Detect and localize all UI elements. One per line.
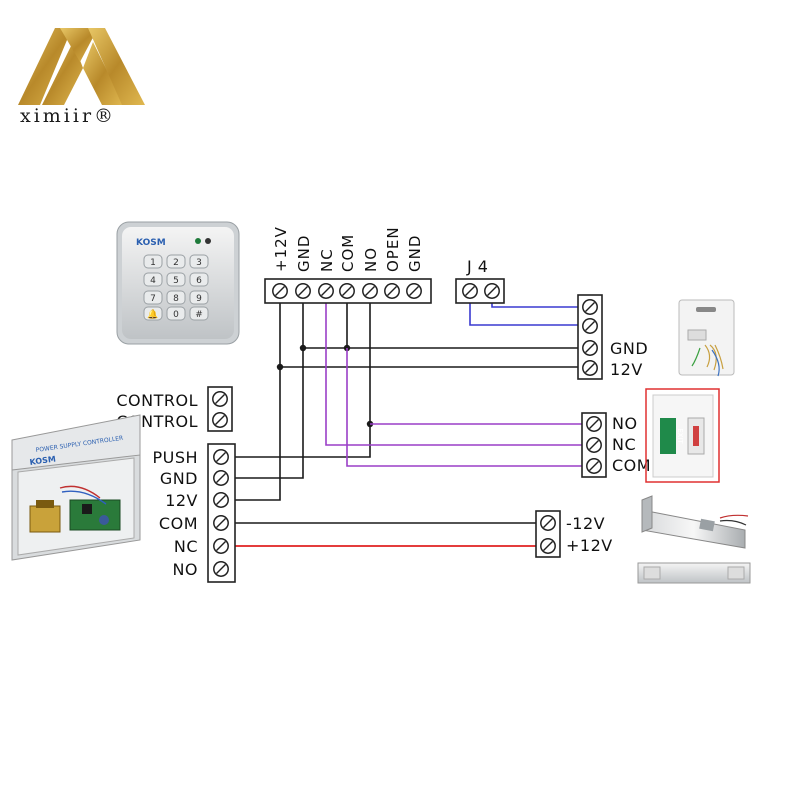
svg-text:5: 5 (173, 276, 179, 286)
keypad-key: 7 (143, 290, 163, 305)
psu-terminal-label: GND (160, 469, 198, 488)
exit-button-device: EXIT (645, 388, 720, 483)
keypad-key: 4 (143, 272, 163, 287)
keypad-terminal-screw (384, 283, 400, 299)
doorbell-terminal-block: GND 12V (577, 294, 648, 380)
keypad-terminal-screw (272, 283, 288, 299)
brand-name: ximiir® (20, 105, 117, 127)
svg-text:7: 7 (150, 294, 156, 304)
svg-text:6: 6 (196, 276, 202, 286)
svg-text:4: 4 (150, 276, 156, 286)
j4-terminal-block: J 4 (455, 257, 505, 304)
doorbell-terminal-screw (582, 360, 598, 376)
keypad-key: 6 (189, 272, 209, 287)
j4-label: J 4 (466, 257, 488, 276)
j4-terminal-screw (462, 283, 478, 299)
keypad-keys: 1 2 3 4 5 6 7 8 9 🔔 0 # (143, 254, 209, 321)
control-terminal-screw (212, 391, 228, 407)
psu-terminal-block: PUSH GND 12V COM NC NO (152, 443, 236, 583)
keypad-terminal-screw (295, 283, 311, 299)
keypad-key: 8 (166, 290, 186, 305)
control-label-1: CONTROL (116, 391, 198, 410)
exit-terminal-screw (586, 437, 602, 453)
psu-terminal-label: COM (159, 514, 198, 533)
psu-terminal-label: 12V (165, 491, 198, 510)
j4-terminal-screw (484, 283, 500, 299)
lock-terminal-block: -12V +12V (535, 510, 613, 558)
svg-text:2: 2 (173, 258, 179, 268)
exit-com-label: COM (612, 456, 651, 475)
psu-terminal-screw (213, 449, 229, 465)
keypad-key: 🔔 (143, 306, 163, 321)
svg-text:8: 8 (173, 294, 179, 304)
keypad-terminal-label: +12V (272, 226, 290, 272)
keypad-terminal-screw (362, 283, 378, 299)
lock-terminal-screw (540, 538, 556, 554)
svg-text:3: 3 (196, 258, 202, 268)
svg-text:0: 0 (173, 310, 179, 320)
psu-terminal-label: NO (172, 560, 198, 579)
exit-terminal-block: NO NC COM (581, 412, 651, 478)
doorbell-gnd-label: GND (610, 339, 648, 358)
doorbell-terminal-screw (582, 299, 598, 315)
exit-no-label: NO (612, 414, 638, 433)
keypad-terminal-label: COM (339, 234, 357, 272)
psu-terminal-screw (213, 538, 229, 554)
doorbell-device (678, 299, 735, 377)
svg-text:9: 9 (196, 294, 202, 304)
exit-nc-label: NC (612, 435, 636, 454)
keypad-terminal-screw (339, 283, 355, 299)
svg-text:1: 1 (150, 258, 156, 268)
keypad-terminal-label: GND (295, 235, 313, 272)
keypad-key: 1 (143, 254, 163, 269)
keypad-key: # (189, 306, 209, 321)
keypad-terminal-label: OPEN (384, 226, 402, 272)
keypad-key: 3 (189, 254, 209, 269)
exit-terminal-screw (586, 458, 602, 474)
psu-terminal-screw (213, 561, 229, 577)
keypad-brand: KOSM (136, 238, 166, 248)
wires-purple (325, 291, 592, 467)
bolt-lock-device (641, 495, 749, 549)
psu-terminal-screw (213, 492, 229, 508)
keypad-terminal-screw (318, 283, 334, 299)
keypad-terminal-label: NC (318, 248, 336, 272)
keypad-key: 2 (166, 254, 186, 269)
magnetic-lock-device (637, 562, 751, 584)
psu-terminal-label: NC (174, 537, 198, 556)
doorbell-12v-label: 12V (610, 360, 643, 379)
exit-terminal-screw (586, 416, 602, 432)
psu-brand: KOSM (29, 454, 56, 467)
keypad-terminal-label: NO (362, 247, 380, 272)
psu-terminal-screw (213, 470, 229, 486)
wires-black (224, 291, 590, 524)
keypad-device: KOSM 1 2 3 4 5 6 7 8 9 🔔 0 # (116, 221, 240, 345)
wire-junctions (276, 344, 374, 428)
keypad-key: 5 (166, 272, 186, 287)
lock-terminal-screw (540, 515, 556, 531)
keypad-terminal-label: GND (406, 235, 424, 272)
svg-text:🔔: 🔔 (147, 309, 158, 320)
doorbell-terminal-screw (582, 318, 598, 334)
svg-text:#: # (195, 310, 203, 320)
brand-logo (18, 28, 145, 105)
keypad-terminal-screw (406, 283, 422, 299)
psu-terminal-screw (213, 515, 229, 531)
lock-plus12v-label: +12V (566, 536, 613, 555)
keypad-key: 9 (189, 290, 209, 305)
keypad-key: 0 (166, 306, 186, 321)
exit-button-text: EXIT (676, 428, 684, 444)
doorbell-terminal-screw (582, 340, 598, 356)
power-supply-device: POWER SUPPLY CONTROLLER KOSM (11, 414, 141, 561)
psu-terminal-label: PUSH (152, 448, 198, 467)
control-terminal-screw (212, 412, 228, 428)
control-terminal-block: CONTROL CONTROL (116, 386, 233, 432)
lock-minus12v-label: -12V (566, 514, 605, 533)
